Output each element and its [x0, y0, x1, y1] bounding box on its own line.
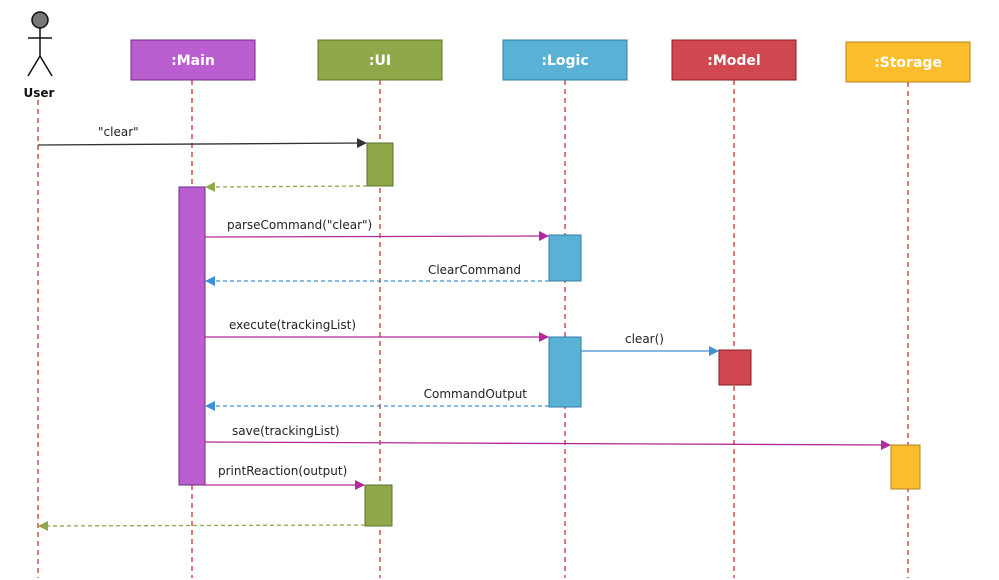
message-label: ClearCommand: [428, 263, 521, 277]
activation-main: [178, 186, 206, 486]
actor-user: User: [24, 11, 55, 100]
participant-storage: :Storage: [845, 41, 971, 83]
activation-ui-1: [366, 142, 394, 187]
activation-ui-2: [364, 484, 393, 527]
message-user-return: [38, 520, 366, 531]
activations: [178, 142, 921, 527]
stick-figure-icon: [27, 11, 53, 77]
lifelines: [37, 80, 909, 578]
participant-label-storage: :Storage: [874, 55, 942, 71]
message-label: CommandOutput: [424, 387, 528, 401]
message-model-clear: clear(): [581, 332, 719, 356]
participant-logic: :Logic: [502, 39, 628, 81]
message-label: parseCommand("clear"): [227, 218, 372, 232]
activation-logic-1: [548, 234, 582, 282]
message-label: printReaction(output): [218, 464, 347, 478]
participant-label-ui: :UI: [369, 53, 391, 69]
actor-label: User: [24, 86, 55, 100]
participant-label-model: :Model: [707, 53, 760, 69]
participant-label-logic: :Logic: [541, 53, 588, 69]
message-label: save(trackingList): [232, 424, 340, 438]
message-label: "clear": [98, 125, 139, 139]
message-parse-command: parseCommand("clear"): [204, 218, 549, 242]
message-label: execute(trackingList): [229, 318, 356, 332]
message-save: save(trackingList): [204, 424, 891, 450]
activation-storage: [890, 444, 921, 490]
message-ui-return: [205, 181, 368, 192]
message-command-output-return: CommandOutput: [205, 387, 549, 411]
message-clear: "clear": [37, 125, 367, 149]
participant-model: :Model: [671, 39, 797, 81]
message-clear-command-return: ClearCommand: [205, 263, 549, 286]
participant-label-main: :Main: [171, 53, 215, 69]
message-execute: execute(trackingList): [205, 318, 549, 342]
activation-logic-2: [548, 336, 582, 408]
message-label: clear(): [625, 332, 664, 346]
participant-main: :Main: [130, 39, 256, 81]
message-print-reaction: printReaction(output): [205, 464, 365, 490]
activation-model: [718, 349, 752, 386]
participant-ui: :UI: [317, 39, 443, 81]
